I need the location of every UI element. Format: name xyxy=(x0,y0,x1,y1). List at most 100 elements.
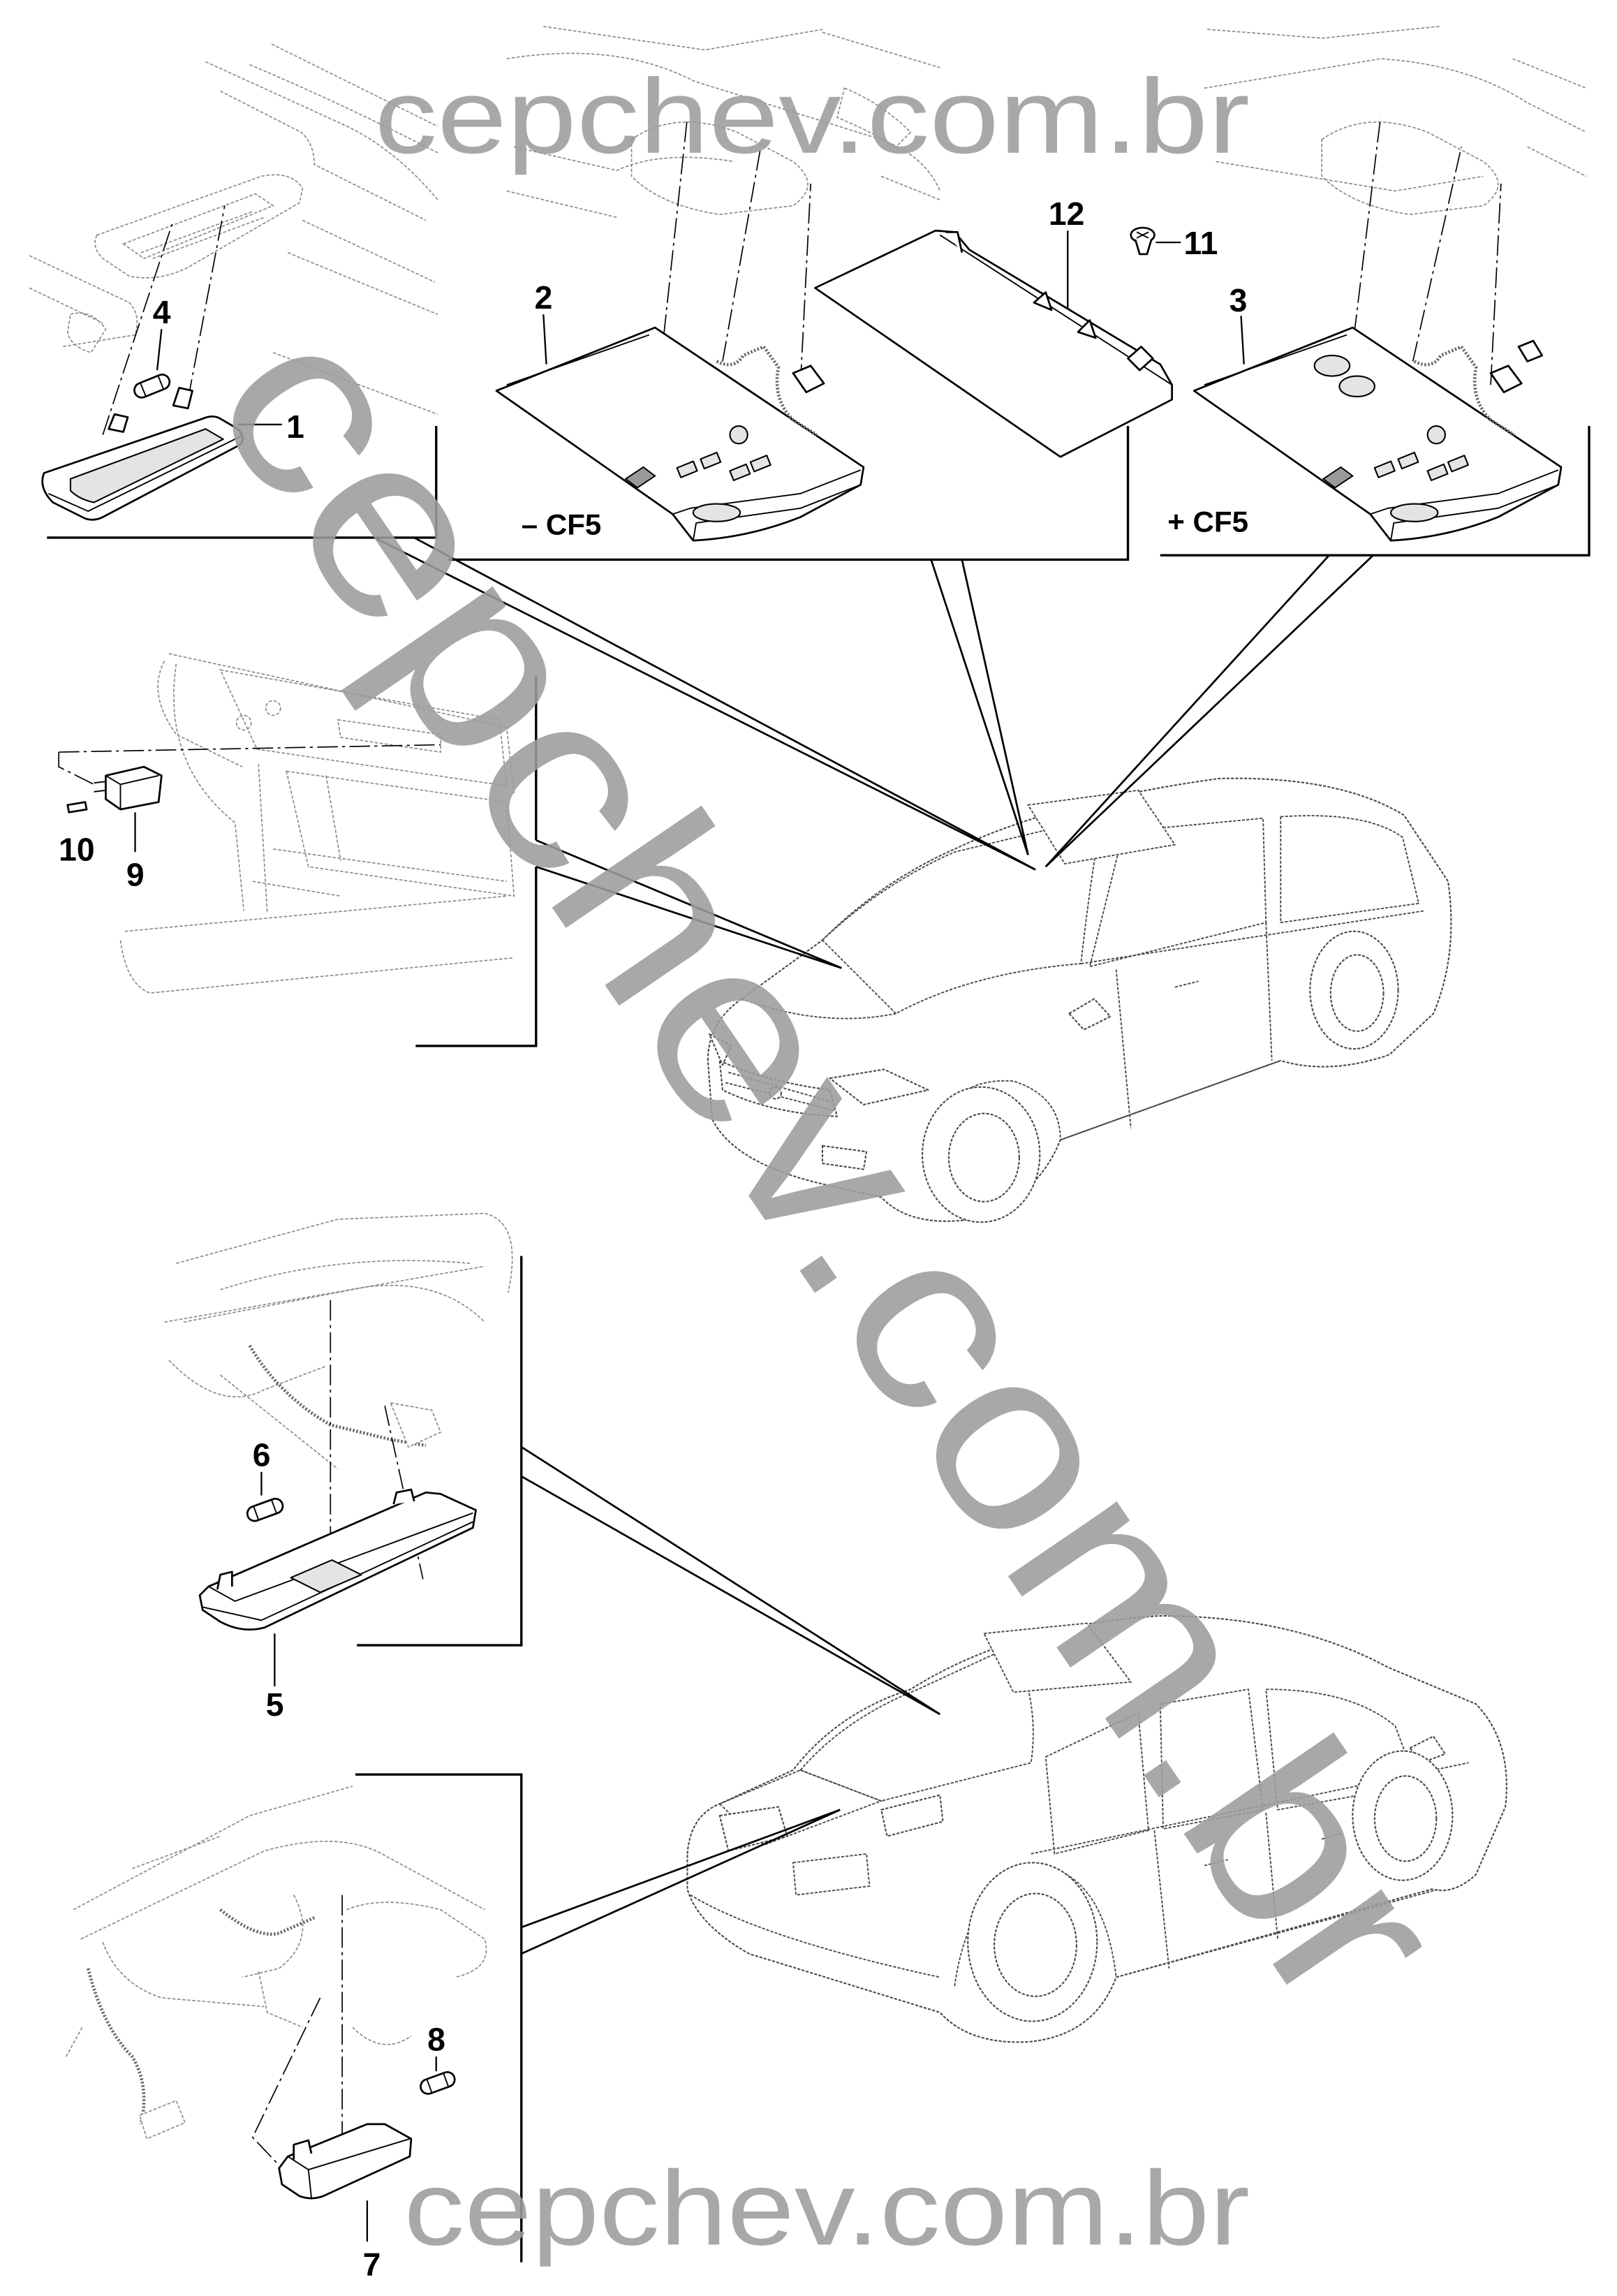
callout-4: 4 xyxy=(153,294,171,330)
sketch-line xyxy=(514,146,734,171)
glovebox-sketch xyxy=(119,653,515,994)
console-front-lip xyxy=(672,469,862,515)
callout-connector xyxy=(536,839,842,969)
sketch-line xyxy=(242,1894,304,1978)
lamp-housing xyxy=(278,2123,413,2200)
assembly-axis xyxy=(59,744,441,753)
callout-connector xyxy=(413,536,1036,871)
panel-frame xyxy=(355,1773,523,2262)
hood-line xyxy=(741,998,896,1020)
console-button xyxy=(1447,455,1469,473)
console-rear-lip xyxy=(506,334,650,386)
bulb-part-6 xyxy=(246,1497,284,1522)
panel-frame xyxy=(1160,426,1590,557)
console-switch xyxy=(1322,466,1354,489)
callout-connector xyxy=(1044,554,1374,868)
sketch-line xyxy=(73,1786,353,1911)
bulb-part-4 xyxy=(133,374,171,399)
lamp-housing xyxy=(198,1491,477,1631)
assembly-axis xyxy=(102,220,175,435)
assembly-axis xyxy=(1412,147,1462,362)
lamp-switch xyxy=(290,1559,362,1594)
dashboard-edge xyxy=(168,653,515,794)
sketch-line xyxy=(1204,58,1587,133)
front-wheel-arch xyxy=(924,1080,1061,1164)
callout-9: 9 xyxy=(126,856,145,892)
sensor-opening xyxy=(1313,355,1351,377)
bulb-caps xyxy=(140,375,165,397)
wiring-connector xyxy=(1489,365,1523,394)
vanity-lamp-part-1 xyxy=(41,386,244,521)
bulb-caps xyxy=(253,1499,277,1521)
housing-clip xyxy=(108,413,129,433)
console-front-face xyxy=(1390,484,1559,541)
headlight xyxy=(829,1068,929,1105)
sketch-line xyxy=(220,90,427,221)
interior-lamp-part-5 xyxy=(198,1488,477,1631)
sketch-line xyxy=(1512,58,1587,177)
panel-frame xyxy=(357,1256,523,1647)
rear-lamp-part-7 xyxy=(278,2123,413,2200)
panel-rear-lamp: 8 7 xyxy=(65,1773,523,2283)
front-wheel-rim xyxy=(1373,1775,1438,1862)
bulb-caps xyxy=(426,2073,450,2093)
console-front-lip xyxy=(1370,469,1559,515)
callout-11: 11 xyxy=(1183,225,1218,261)
panel-frame xyxy=(448,426,1130,561)
headliner-sketch xyxy=(1204,26,1587,215)
callout-3: 3 xyxy=(1230,282,1248,318)
housing-clip xyxy=(392,1488,415,1505)
glovebox-opening xyxy=(219,669,508,787)
sketch-line xyxy=(164,1265,485,1323)
screw-shank xyxy=(1134,239,1153,256)
tail-light xyxy=(718,1806,788,1852)
console-front-face xyxy=(692,484,862,541)
bulb-glass xyxy=(66,801,88,814)
tail-light xyxy=(880,1794,944,1837)
bulb-glass xyxy=(133,374,171,399)
callout-7: 7 xyxy=(363,2246,381,2283)
callout-connector xyxy=(930,559,1029,855)
housing-edge xyxy=(202,1521,473,1621)
wiring-connector xyxy=(138,2100,186,2140)
wiring-connector xyxy=(390,1401,442,1448)
grille-bars xyxy=(725,1071,835,1112)
dashboard-edge xyxy=(157,661,243,767)
assembly-axis xyxy=(187,205,226,400)
callout-connector xyxy=(521,1445,941,1716)
panel-glovebox-lamp: 10 9 xyxy=(58,653,538,1047)
variant-label-with-cf5: + CF5 xyxy=(1167,506,1248,538)
cover-tab xyxy=(1033,291,1053,311)
housing-edge xyxy=(307,2169,312,2198)
console-housing xyxy=(1193,326,1563,542)
panel-frame xyxy=(47,426,438,539)
car-rear-view xyxy=(686,1614,1507,2043)
lamp-mount-inner xyxy=(121,193,275,260)
door-handles xyxy=(1204,1832,1343,1867)
sketch-line xyxy=(168,1360,327,1398)
sketch-line xyxy=(1216,161,1484,192)
dashboard-hole xyxy=(265,700,281,716)
leader-line-2 xyxy=(542,314,547,365)
callout-connector xyxy=(1044,554,1330,868)
console-button xyxy=(749,455,771,473)
reading-lamp-lens xyxy=(692,503,741,522)
bulb-part-8 xyxy=(420,2071,456,2095)
rear-door-window xyxy=(1159,1688,1264,1830)
housing-clip xyxy=(172,386,193,410)
sunroof-opening xyxy=(1321,121,1499,215)
door-lines xyxy=(1115,922,1273,1128)
side-mirror xyxy=(1068,998,1112,1031)
glovebox-compartment xyxy=(286,770,515,897)
screw-drive xyxy=(1136,231,1149,239)
panel-roof-console-with-cf5: 3 + CF5 xyxy=(1160,26,1590,557)
lamp-pins xyxy=(94,781,106,793)
callout-connector xyxy=(374,536,1036,871)
console-wiring xyxy=(716,344,818,436)
assembly-axis xyxy=(722,147,762,362)
sketch-line xyxy=(543,26,823,51)
console-button xyxy=(1397,451,1419,470)
sketch-line xyxy=(29,287,103,324)
rear-door-window xyxy=(1280,815,1420,924)
lamp-wiring xyxy=(86,1968,146,2125)
